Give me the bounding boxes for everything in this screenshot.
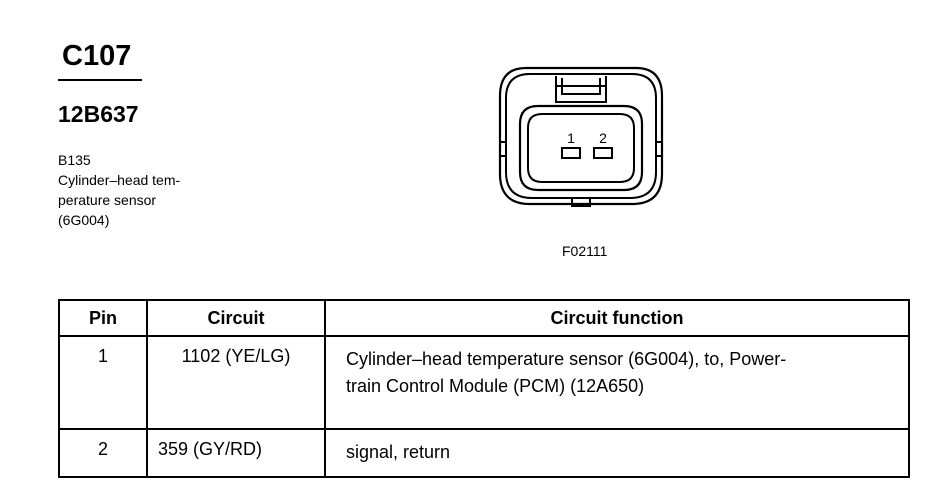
pin-2-label: 2 [599, 130, 607, 146]
pin-cavity-outer [518, 104, 644, 192]
connector-id: C107 [62, 40, 132, 72]
table-header-row: Pin Circuit Circuit function [58, 299, 910, 337]
side-key-left [499, 141, 506, 157]
part-number: 12B637 [58, 101, 139, 127]
connector-outer-housing [498, 66, 664, 206]
component-description: B135 Cylinder–head tem- perature sensor … [58, 150, 180, 230]
locking-tab [555, 76, 607, 103]
pin-1-label: 1 [567, 130, 575, 146]
connector-inner-housing [505, 73, 657, 199]
description-line: Cylinder–head tem- [58, 172, 181, 188]
description-line: B135 [58, 152, 91, 168]
function-line: train Control Module (PCM) (12A650) [346, 376, 645, 396]
table-row: 2 359 (GY/RD) signal, return [58, 428, 910, 478]
side-key-right [656, 141, 663, 157]
figure-id: F02111 [562, 243, 608, 259]
pin-cavity-inner [527, 113, 635, 183]
function-line: signal, return [346, 442, 451, 462]
pin-1-terminal [561, 147, 581, 159]
function-cell: Cylinder–head temperature sensor (6G004)… [324, 335, 910, 430]
circuit-cell: 359 (GY/RD) [146, 428, 326, 478]
connector-face-drawing: 1 2 [498, 66, 664, 207]
header-circuit-function: Circuit function [324, 299, 910, 337]
function-cell: signal, return [324, 428, 910, 478]
connector-id-underline [58, 79, 142, 81]
pinout-table: Pin Circuit Circuit function 1 1102 (YE/… [58, 299, 910, 478]
bottom-notch [571, 198, 591, 207]
function-line: Cylinder–head temperature sensor (6G004)… [346, 349, 787, 369]
description-line: (6G004) [58, 212, 110, 228]
description-line: perature sensor [58, 192, 157, 208]
pin-cell: 2 [58, 428, 148, 478]
pin-cell: 1 [58, 335, 148, 430]
table-row: 1 1102 (YE/LG) Cylinder–head temperature… [58, 335, 910, 430]
header-pin: Pin [58, 299, 148, 337]
circuit-cell: 1102 (YE/LG) [146, 335, 326, 430]
header-circuit: Circuit [146, 299, 326, 337]
pin-2-terminal [593, 147, 613, 159]
